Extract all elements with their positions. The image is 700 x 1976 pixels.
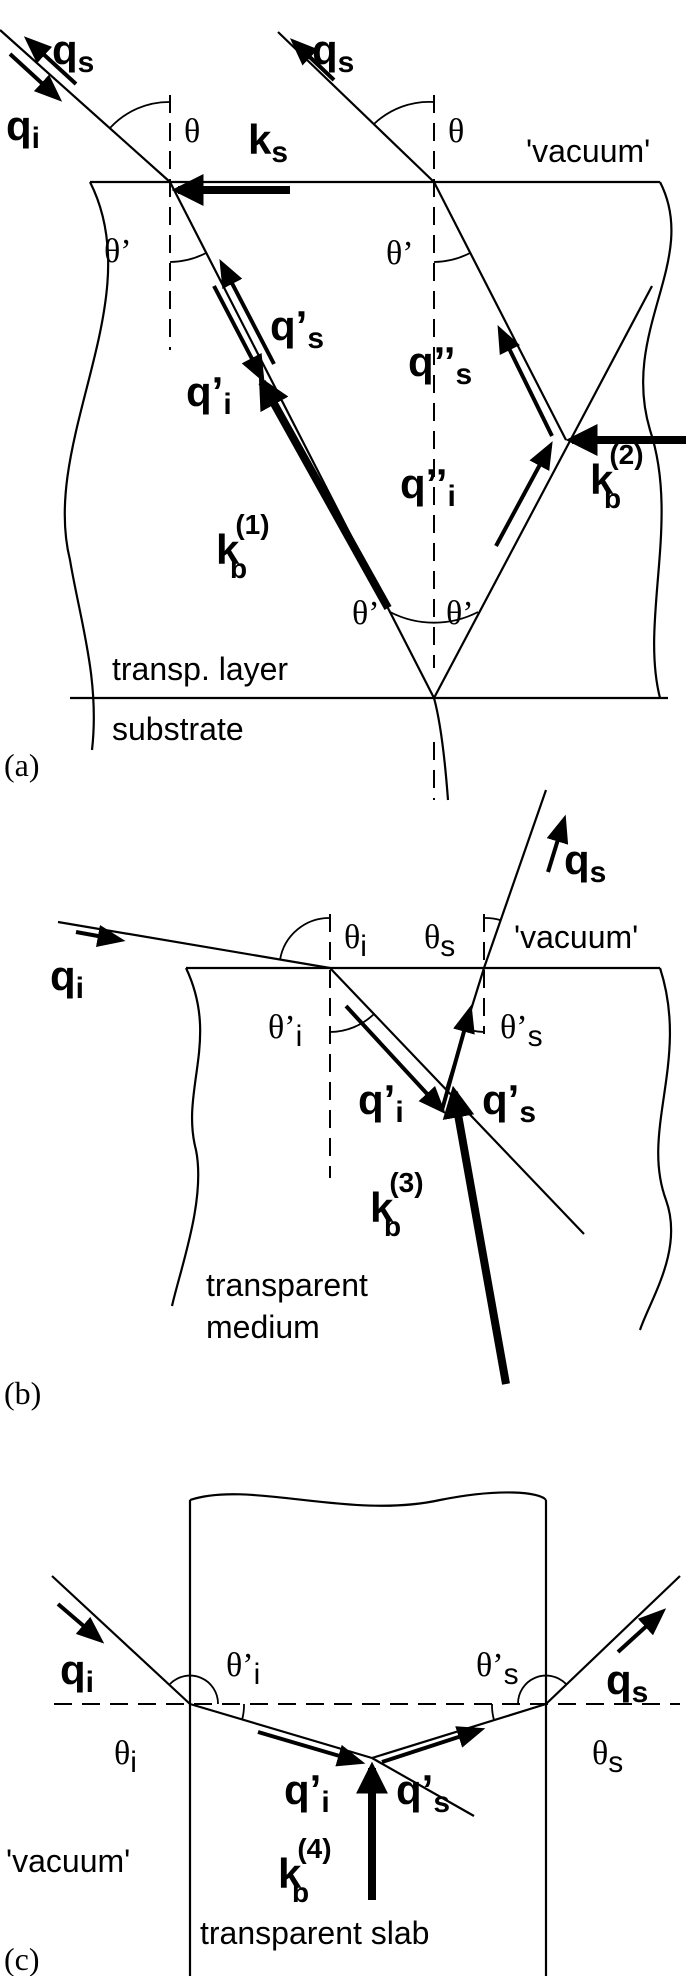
medium-left-edge: [170, 967, 202, 1307]
k-label: ks: [248, 116, 288, 169]
panel-c: qi qs θ’i θ’s θi θs q’i q’s k(4) b 'vacu…: [4, 1491, 681, 1976]
panel-tag: (c): [4, 1941, 40, 1976]
medium-label: medium: [206, 1309, 320, 1345]
q-prime-label: q’i: [186, 368, 232, 421]
q-prime-label: q’s: [270, 302, 324, 355]
q-label: qs: [564, 836, 606, 889]
angle-arc: [433, 252, 471, 263]
angle-arc: [491, 1703, 495, 1721]
refracted-ray-3: [433, 285, 653, 699]
vector-arrow: [546, 814, 569, 873]
refracted-ray-continued: [371, 1757, 475, 1817]
theta-prime-label: θ’: [386, 235, 414, 272]
k-b-label: k(1): [216, 509, 270, 573]
panel-b: θi θs 'vacuum' qs qi θ’i θ’s q’i q’s k(3…: [4, 789, 673, 1411]
angle-arc: [373, 100, 435, 125]
vacuum-label: 'vacuum': [514, 919, 638, 955]
angle-arc: [169, 252, 207, 263]
vector-arrow: [23, 36, 78, 86]
q-prime-label: q’i: [358, 1076, 404, 1129]
q-label: qi: [50, 952, 84, 1005]
theta-label: θi: [344, 919, 367, 963]
angle-arc: [483, 917, 501, 921]
panel-tag: (a): [4, 747, 40, 783]
scattered-ray: [545, 1575, 681, 1705]
theta-prime-label: θ’: [352, 595, 380, 632]
theta-label: θs: [424, 919, 455, 963]
refracted-ray: [189, 1702, 373, 1760]
q-label: qi: [60, 1646, 94, 1699]
k-b-label: k(3): [370, 1167, 424, 1231]
q-prime-label: q’s: [482, 1076, 536, 1129]
substrate-ray: [432, 697, 450, 801]
k-b-subscript: b: [604, 483, 621, 514]
k-b-label: k(2): [590, 439, 644, 503]
theta-prime-label: θ’i: [268, 1009, 302, 1053]
panel-tag: (b): [4, 1375, 41, 1411]
scattered-ray-2: [277, 31, 435, 183]
refracted-ray-2: [433, 181, 567, 441]
theta-prime-label: θ’s: [500, 1009, 543, 1053]
incident-ray: [51, 1575, 191, 1705]
theta-prime-label: θ’: [104, 233, 132, 270]
vector-arrow: [494, 441, 553, 547]
incident-ray: [57, 920, 331, 970]
vector-arrow: [258, 376, 392, 610]
layer-label: transp. layer: [112, 651, 288, 687]
scattered-ray: [482, 789, 548, 969]
k-b-subscript: b: [230, 553, 247, 584]
refracted-ray: [371, 1702, 547, 1760]
angle-arc: [469, 1029, 485, 1033]
vector-arrow: [442, 1085, 510, 1385]
layer-right-edge: [642, 181, 673, 699]
vector-arrow: [497, 324, 554, 437]
vector-arrow: [212, 285, 265, 383]
substrate-label: substrate: [112, 711, 244, 747]
angle-arc: [279, 917, 331, 961]
q-label: qs: [312, 26, 354, 79]
medium-right-edge: [638, 967, 673, 1331]
theta-prime-label: θ’s: [476, 1647, 519, 1691]
q-label: qs: [606, 1656, 648, 1709]
theta-label: θ: [184, 113, 200, 150]
angle-arc: [169, 1674, 219, 1705]
vacuum-label: 'vacuum': [526, 133, 650, 169]
vector-arrow: [56, 1602, 105, 1644]
angle-arc: [109, 101, 171, 129]
q-prime-label: q’i: [284, 1766, 330, 1819]
vector-arrow: [381, 1726, 486, 1764]
angle-arc: [389, 611, 479, 624]
layer-left-edge: [63, 181, 110, 751]
theta-label: θs: [592, 1735, 623, 1779]
angle-arc: [241, 1703, 245, 1721]
slab-top-edge: [189, 1491, 547, 1507]
slab-label: transparent slab: [200, 1915, 429, 1951]
angle-arc: [517, 1674, 567, 1705]
theta-label: θ: [448, 113, 464, 150]
vector-arrow: [289, 38, 336, 82]
vector-arrow: [344, 1004, 446, 1115]
k-b-subscript: b: [292, 1877, 309, 1908]
vector-arrow: [75, 924, 126, 948]
theta-prime-label: θ’: [446, 595, 474, 632]
vector-arrow: [616, 1608, 667, 1654]
panel-a: qs qs qi θ θ ks 'vacuum' θ’ θ’ q’s q’i q…: [0, 26, 686, 801]
theta-label: θi: [114, 1735, 137, 1779]
q-label: qs: [52, 26, 94, 79]
medium-label: transparent: [206, 1267, 368, 1303]
q-prime-label: q’s: [396, 1766, 450, 1819]
vector-arrow: [219, 259, 276, 365]
vector-arrow: [257, 1730, 366, 1767]
k-b-label: k(4): [278, 1833, 332, 1897]
angle-arc: [329, 1013, 375, 1033]
theta-prime-label: θ’i: [226, 1647, 260, 1691]
q-dprime-label: q’’i: [400, 460, 456, 513]
vector-arrow: [8, 52, 63, 102]
vacuum-label: 'vacuum': [6, 1843, 130, 1879]
q-dprime-label: q’’s: [408, 338, 472, 391]
k-b-subscript: b: [384, 1211, 401, 1242]
q-label: qi: [6, 102, 40, 155]
